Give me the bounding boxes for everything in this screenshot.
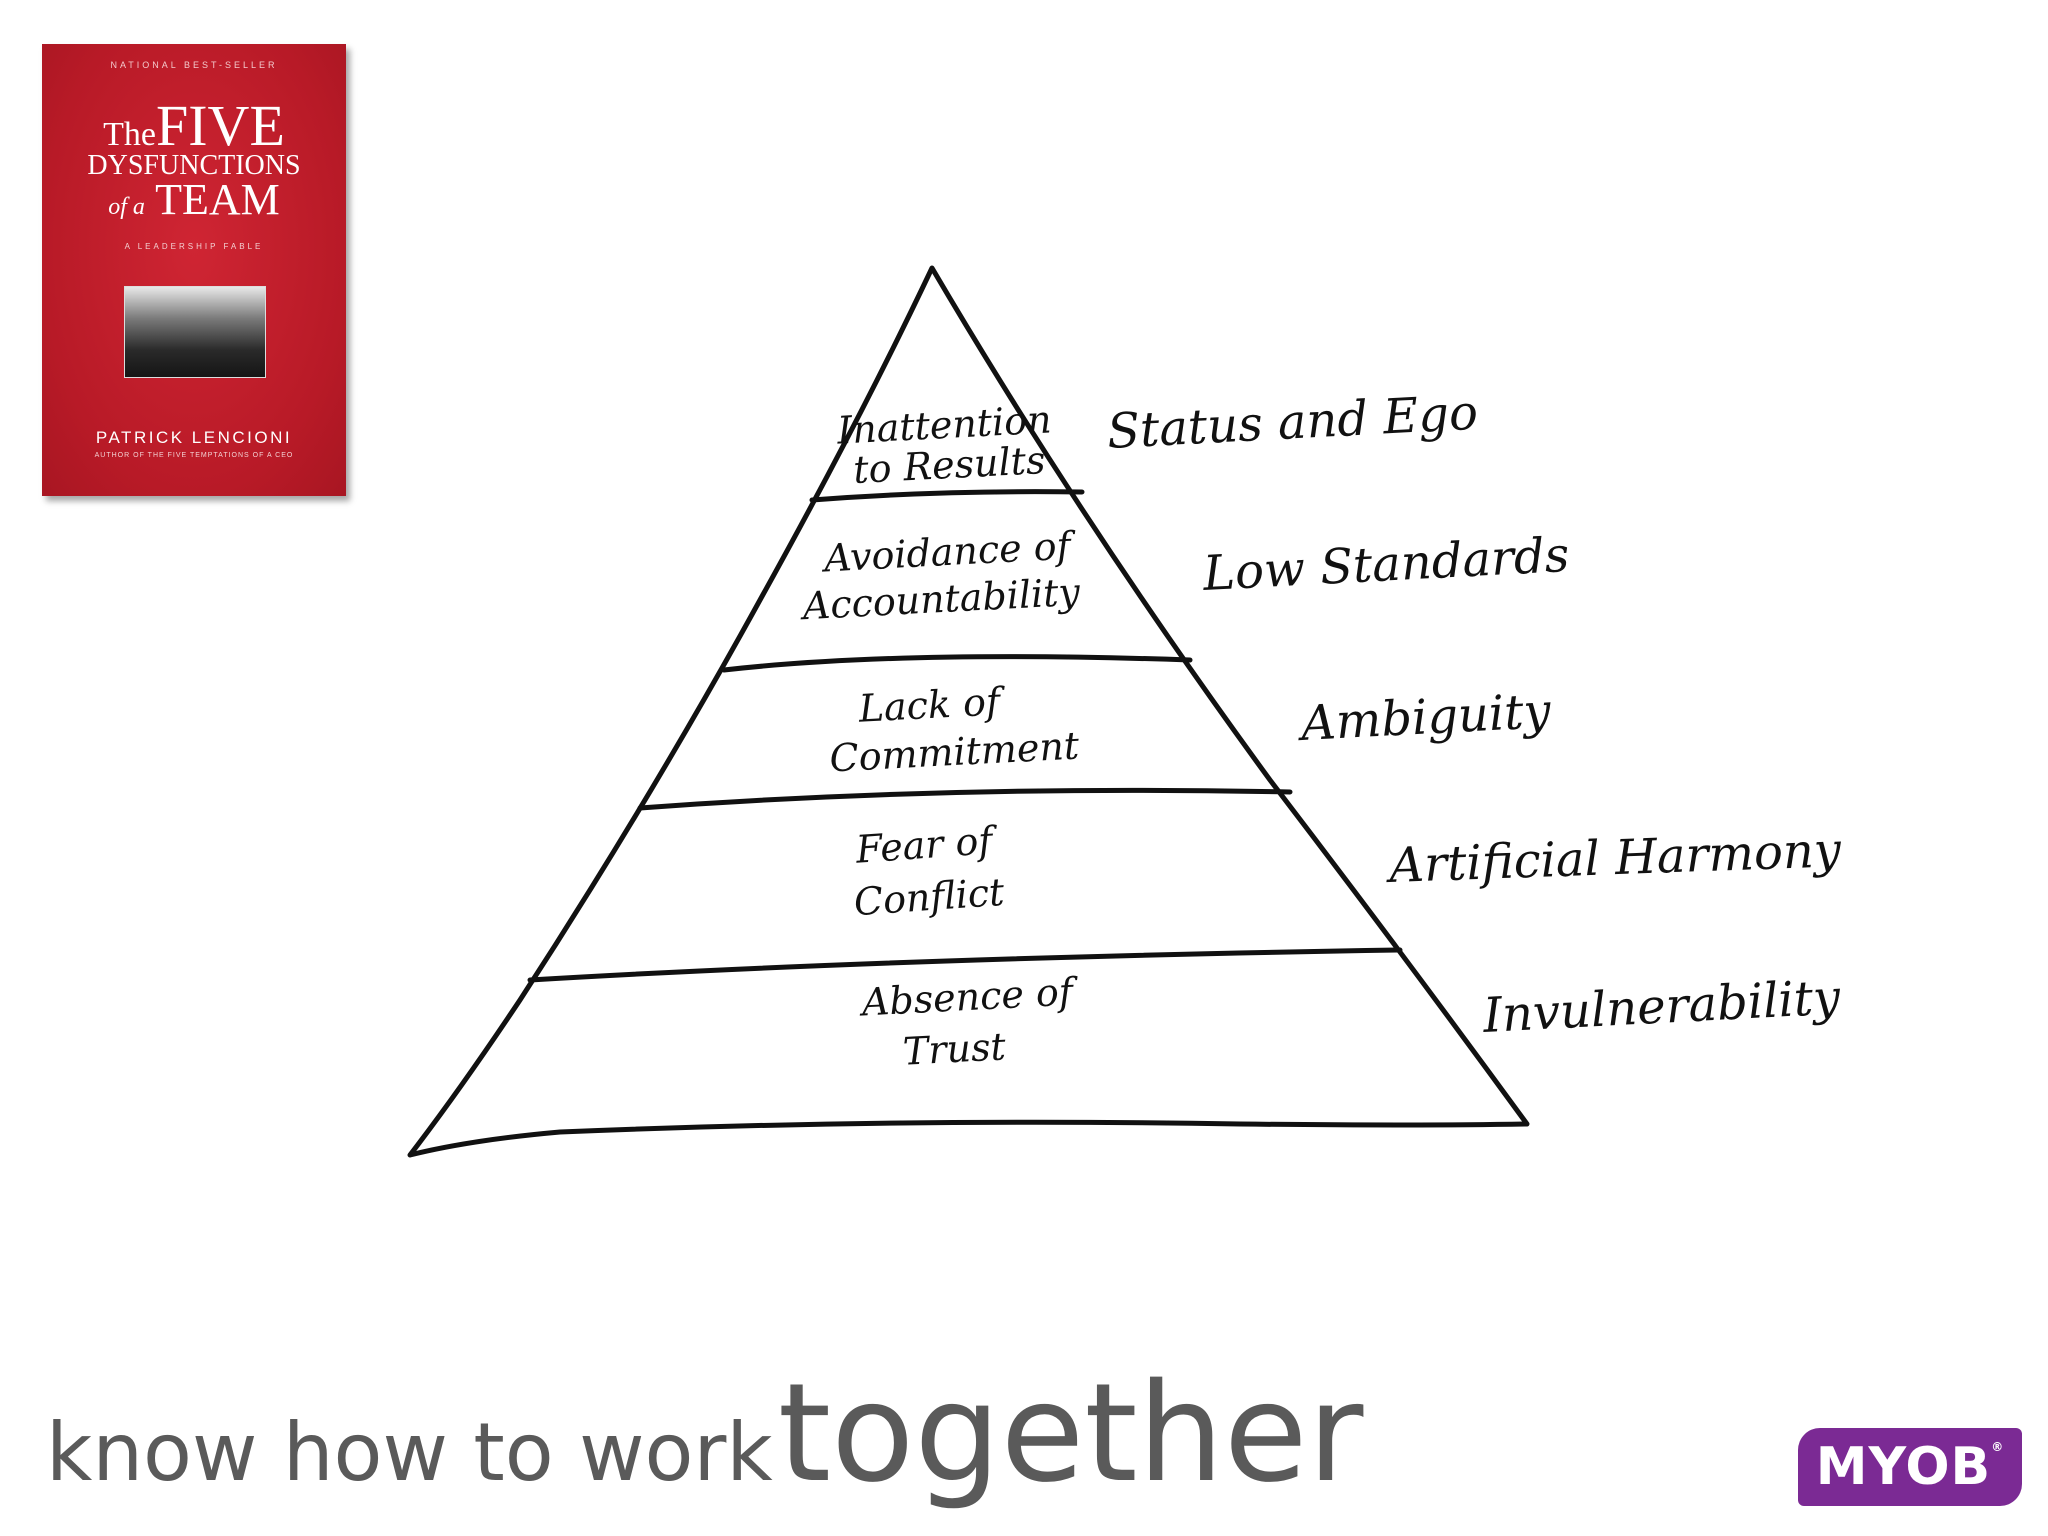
level-1-label-line2: to Results: [852, 438, 1046, 492]
book-cover: NATIONAL BEST-SELLER TheFIVE DYSFUNCTION…: [42, 44, 346, 496]
myob-logo-mark: ®: [1991, 1440, 2005, 1454]
tagline-emphasis: together: [777, 1355, 1364, 1513]
pyramid-divider-4: [527, 947, 1403, 983]
level-3-label-line2: Commitment: [828, 723, 1080, 780]
cause-artificial-harmony: Artificial Harmony: [1384, 822, 1842, 894]
pyramid-divider-1: [809, 489, 1085, 503]
cause-invulnerability: Invulnerability: [1481, 969, 1843, 1044]
pyramid-divider-3: [637, 787, 1293, 811]
tagline: know how to work together: [46, 1355, 1363, 1513]
book-title-team: TEAM: [155, 175, 280, 224]
tagline-lead: know how to work: [46, 1406, 773, 1499]
book-cover-photo: [124, 286, 266, 378]
level-4-label-line2: Conflict: [852, 870, 1006, 924]
level-5-label-line2: Trust: [902, 1024, 1008, 1073]
book-title-dysfunctions: DYSFUNCTIONS: [87, 150, 301, 181]
pyramid-outline: [407, 265, 1530, 1158]
level-5-label-line1: Absence of: [858, 969, 1080, 1024]
book-title-five: FIVE: [155, 93, 285, 158]
book-title-ofa: of a: [108, 194, 145, 220]
book-author: PATRICK LENCIONI: [95, 428, 293, 447]
book-kicker: NATIONAL BEST-SELLER: [110, 60, 278, 70]
cause-ambiguity: Ambiguity: [1296, 683, 1553, 752]
pyramid-divider-2: [721, 654, 1193, 673]
myob-logo: MYOB®: [1798, 1428, 2022, 1506]
level-3-label-line1: Lack of: [857, 679, 1007, 731]
level-4-label-line1: Fear of: [853, 818, 999, 872]
book-title-the: The: [103, 116, 156, 153]
myob-logo-text: MYOB: [1815, 1437, 1992, 1497]
book-byline: AUTHOR OF THE FIVE TEMPTATIONS OF A CEO: [94, 452, 294, 459]
book-title-line3: of a TEAM: [42, 174, 346, 225]
cause-low-standards: Low Standards: [1201, 527, 1571, 602]
book-title-line1: TheFIVE: [42, 96, 346, 165]
book-subtitle: A LEADERSHIP FABLE: [124, 242, 264, 251]
cause-status-and-ego: Status and Ego: [1106, 385, 1479, 460]
